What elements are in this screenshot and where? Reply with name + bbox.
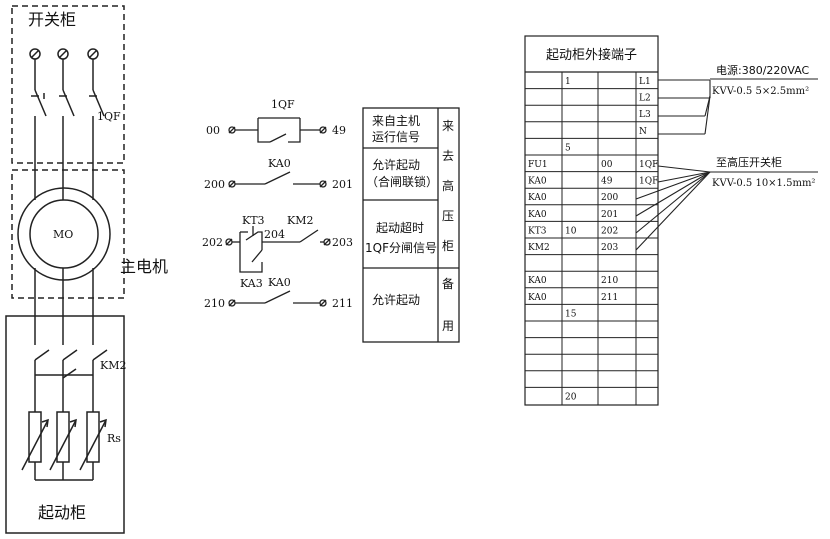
circuit4-left-terminal: 210: [204, 297, 225, 310]
terminal-cell: 1QF: [639, 177, 658, 187]
circuit2-left-terminal: 200: [204, 178, 225, 191]
desc-4-line1: 允许起动: [372, 292, 420, 307]
terminal-cell: KA0: [528, 276, 547, 286]
switchgear-cabinet-box: [11, 5, 125, 164]
motor-inner-ring: [29, 199, 99, 269]
desc-2-line2: （合闸联锁）: [366, 174, 438, 189]
terminal-cell: 20: [565, 392, 577, 402]
circuit4-right-terminal: 211: [332, 297, 353, 310]
circuit2-right-terminal: 201: [332, 178, 353, 191]
circuit3-contact-kt3: KT3: [242, 214, 265, 227]
terminal-cell: L3: [639, 110, 651, 120]
motor-outer-ring: [17, 187, 111, 281]
circuit3-left-terminal: 202: [202, 236, 223, 249]
side-char: 备: [442, 277, 454, 291]
desc-1-line2: 运行信号: [372, 130, 420, 144]
terminal-cell: 203: [601, 243, 618, 253]
terminal-cell: 211: [601, 293, 618, 303]
terminal-cell: KM2: [528, 243, 550, 253]
terminal-cell: KA0: [528, 193, 547, 203]
terminal-cell: 5: [565, 143, 571, 153]
breaker-label: 1QF: [97, 110, 121, 123]
side-char: 压: [442, 209, 454, 223]
circuit4-contact-label: KA0: [268, 276, 291, 289]
side-char: 用: [442, 319, 454, 333]
terminal-cell: 00: [601, 160, 613, 170]
circuit3-contact-km2: KM2: [287, 214, 313, 227]
terminal-cell: 210: [601, 276, 618, 286]
motor-box: [11, 169, 125, 299]
desc-3-line2: 1QF分闸信号: [365, 241, 437, 255]
circuit3-mid-terminal: 204: [264, 228, 285, 241]
side-char: 高: [442, 178, 454, 193]
terminal-cell: 200: [601, 193, 618, 203]
circuit3-contact-ka3: KA3: [240, 277, 263, 290]
terminal-table-title: 起动柜外接端子: [546, 47, 637, 63]
power-cable-spec: KVV-0.5 5×2.5mm²: [712, 86, 809, 97]
terminal-cell: 15: [565, 309, 577, 319]
main-circuit: [5, 5, 125, 534]
side-column-text: 来 去 高 压 柜 备 用: [442, 119, 454, 333]
terminal-cell: KA0: [528, 293, 547, 303]
circuit1-left-terminal: 00: [206, 124, 220, 137]
terminal-cell: L2: [639, 94, 651, 104]
terminal-cell: KA0: [528, 177, 547, 187]
hv-switchgear-label: 至高压开关柜: [716, 155, 782, 169]
control-circuits: [225, 107, 460, 343]
contactor-km2-contacts: [34, 330, 108, 379]
terminal-cell: N: [639, 127, 647, 137]
signal-description-table: [362, 107, 460, 343]
circuit1-right-terminal: 49: [332, 124, 346, 137]
side-char: 去: [442, 149, 454, 163]
circuit2-contact-label: KA0: [268, 157, 291, 170]
contactor-label: KM2: [100, 359, 126, 372]
side-char: 来: [442, 119, 454, 133]
hv-cable-spec: KVV-0.5 10×1.5mm²: [712, 178, 815, 189]
desc-1-line1: 来自主机: [372, 114, 420, 128]
terminal-cell: KT3: [528, 226, 547, 236]
breaker-1qf-contacts: [31, 89, 105, 117]
terminal-cell: 202: [601, 226, 618, 236]
cable-leaders: [635, 78, 818, 251]
side-char: 柜: [442, 239, 454, 253]
desc-3-line1: 起动超时: [376, 220, 424, 235]
terminal-cell: 201: [601, 210, 618, 220]
terminal-cell: L1: [639, 77, 651, 87]
starter-cabinet-box: [5, 315, 125, 534]
supply-terminals: [29, 48, 99, 60]
motor-symbol: MO: [53, 228, 73, 241]
switchgear-label: 开关柜: [28, 10, 76, 29]
terminal-cell: 1: [565, 77, 571, 87]
resistors-rs: [21, 411, 107, 471]
terminal-cell: KA0: [528, 210, 547, 220]
terminal-cell: 10: [565, 226, 577, 236]
power-supply-label: 电源:380/220VAC: [716, 63, 810, 77]
terminal-cell: 1QF: [639, 160, 658, 170]
terminal-cell: FU1: [528, 160, 548, 170]
resistor-label: Rs: [107, 432, 121, 445]
desc-2-line1: 允许起动: [372, 157, 420, 172]
starter-label: 起动柜: [38, 503, 86, 522]
motor-label: 主电机: [120, 257, 168, 276]
terminal-cell: 49: [601, 177, 613, 187]
circuit3-right-terminal: 203: [332, 236, 353, 249]
circuit1-contact-label: 1QF: [271, 98, 295, 111]
